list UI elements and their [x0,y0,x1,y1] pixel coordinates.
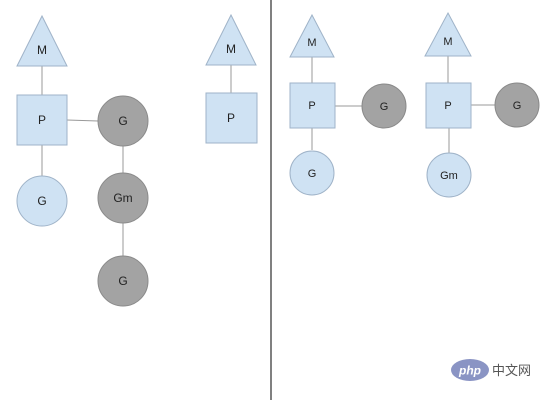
processor-label: P [227,111,235,125]
machine-node: M [289,13,335,58]
gm-node: Gm [97,172,149,224]
gm-node: Gm [426,152,472,198]
goroutine-label: G [380,101,389,113]
goroutine-running-node: G [361,83,407,129]
machine-node: M [16,14,68,67]
goroutine-label: G [513,100,522,112]
gm-label: Gm [113,191,132,205]
goroutine-label: G [118,274,127,288]
goroutine-running-node: G [97,95,149,147]
machine-node: M [205,13,257,66]
goroutine-label: G [308,168,317,180]
php-logo-icon [451,359,489,381]
machine-label: M [37,43,47,57]
processor-label: P [444,100,451,112]
processor-node: P [16,94,68,146]
processor-node: P [205,92,258,144]
goroutine-label: G [37,194,46,208]
processor-label: P [38,113,46,127]
goroutine-queued-node: G [289,150,335,196]
goroutine-blocked-node: G [97,255,149,307]
php-logo-text: php [458,364,481,378]
machine-label: M [307,37,316,49]
processor-node: P [289,82,336,129]
machine-label: M [443,36,452,48]
gm-label: Gm [440,170,458,182]
processor-node: P [425,82,472,129]
edge-p-g-running [66,119,99,122]
site-name-text: 中文网 [492,364,531,379]
processor-label: P [308,100,315,112]
goroutine-running-node: G [494,82,540,128]
machine-node: M [424,11,472,57]
machine-label: M [226,42,236,56]
goroutine-label: G [118,114,127,128]
php-cn-watermark: php 中文网 [451,359,531,381]
goroutine-queued-node: G [16,175,68,227]
